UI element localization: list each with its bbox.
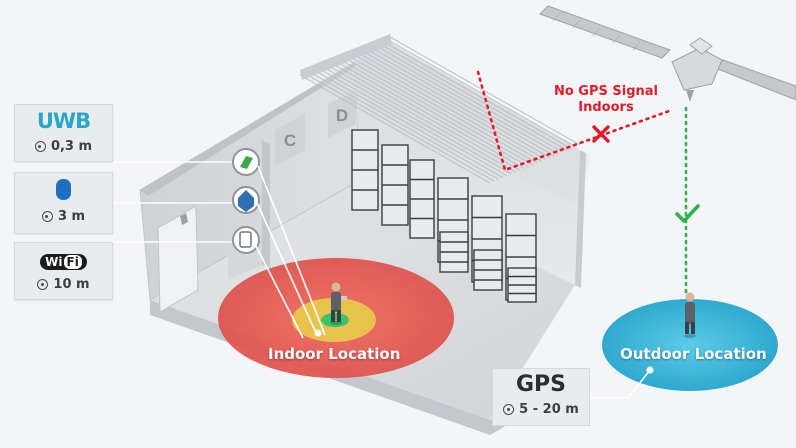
x-mark-icon: [592, 125, 610, 143]
roof-slat-line: [303, 72, 495, 182]
wifi-accuracy: 10 m: [53, 277, 90, 292]
uwb-anchor-icon: [232, 148, 260, 176]
roof-slats: [300, 40, 590, 205]
gps-accuracy: 5 - 20 m: [519, 402, 579, 417]
indoor-location-label: Indoor Location: [268, 345, 401, 363]
roof-slat-line: [381, 40, 572, 150]
crosshair-target-icon: [41, 211, 53, 222]
outdoor-zone: [602, 299, 778, 391]
bluetooth-icon: [56, 179, 71, 200]
roof-slat-line: [368, 45, 559, 155]
satellite-icon: [539, 5, 796, 102]
shelving-racks: [351, 129, 537, 303]
shelf-rack: [351, 129, 379, 211]
door-opening: [157, 205, 199, 313]
roof-slat-line: [346, 54, 538, 164]
roof-ridge: [300, 34, 392, 80]
roof-slat-line: [312, 69, 504, 179]
gps-title: GPS: [515, 372, 567, 397]
no-gps-signal-text: No GPS Signal Indoors: [546, 84, 666, 116]
roof-slat-line: [299, 74, 491, 184]
gps-panel: GPS 5 - 20 m: [492, 368, 590, 426]
roof-slat-line: [333, 60, 525, 170]
roof-slat-line: [351, 52, 542, 162]
aisle-letter-c: C: [275, 114, 305, 166]
shelf-rack: [381, 144, 409, 226]
roof-slat-line: [372, 43, 564, 153]
crosshair-target-icon: [37, 279, 49, 290]
check-mark-icon: [675, 204, 700, 223]
roof-slat-line: [385, 38, 577, 148]
shelf-rack: [409, 159, 435, 239]
crosshair-target-icon: [503, 404, 515, 415]
aisle-letter-d: D: [328, 90, 356, 138]
roof-slat-line: [355, 50, 547, 160]
person-icon: [330, 282, 347, 325]
shelf-rack: [507, 267, 537, 303]
roof-slat-line: [376, 41, 568, 151]
wifi-logo-left: Wi: [45, 255, 63, 269]
no-signal-dotted-line: [476, 70, 674, 172]
shelf-rack: [473, 249, 503, 291]
uwb-logo: UWB: [36, 109, 91, 133]
wifi-router-icon: [232, 226, 260, 254]
wifi-logo-right: Fi: [63, 255, 82, 269]
no-gps-line-1: No GPS Signal: [553, 84, 659, 99]
roof-slat-line: [363, 47, 555, 157]
outdoor-location-label: Outdoor Location: [620, 345, 767, 363]
device-to-person-lines: [254, 165, 326, 339]
gps-connector-line: [588, 369, 651, 399]
roof-slat-line: [316, 67, 508, 177]
roof-slat-line: [308, 70, 499, 180]
aisle-label-c: C: [284, 131, 296, 150]
uwb-panel: UWB 0,3 m: [14, 104, 113, 162]
roof-slat-line: [325, 63, 517, 173]
bluetooth-beacon-icon: [232, 186, 260, 214]
bluetooth-accuracy: 3 m: [57, 209, 86, 224]
bluetooth-panel: 3 m: [14, 172, 113, 234]
connector-lines: [112, 161, 232, 243]
roof-slat-line: [329, 61, 521, 171]
roof-slat-line: [359, 49, 551, 159]
shelf-rack: [439, 231, 469, 273]
crosshair-target-icon: [34, 141, 46, 152]
aisle-label-d: D: [336, 106, 348, 125]
roof-slat-line: [321, 65, 512, 175]
uwb-accuracy: 0,3 m: [50, 139, 93, 154]
no-gps-line-2: Indoors: [578, 100, 634, 115]
roof-slat-line: [342, 56, 534, 166]
roof-slat-line: [389, 36, 581, 146]
roof-lines: [299, 36, 581, 184]
outdoor-person-icon: [684, 292, 696, 338]
roof-slat-line: [338, 58, 529, 168]
